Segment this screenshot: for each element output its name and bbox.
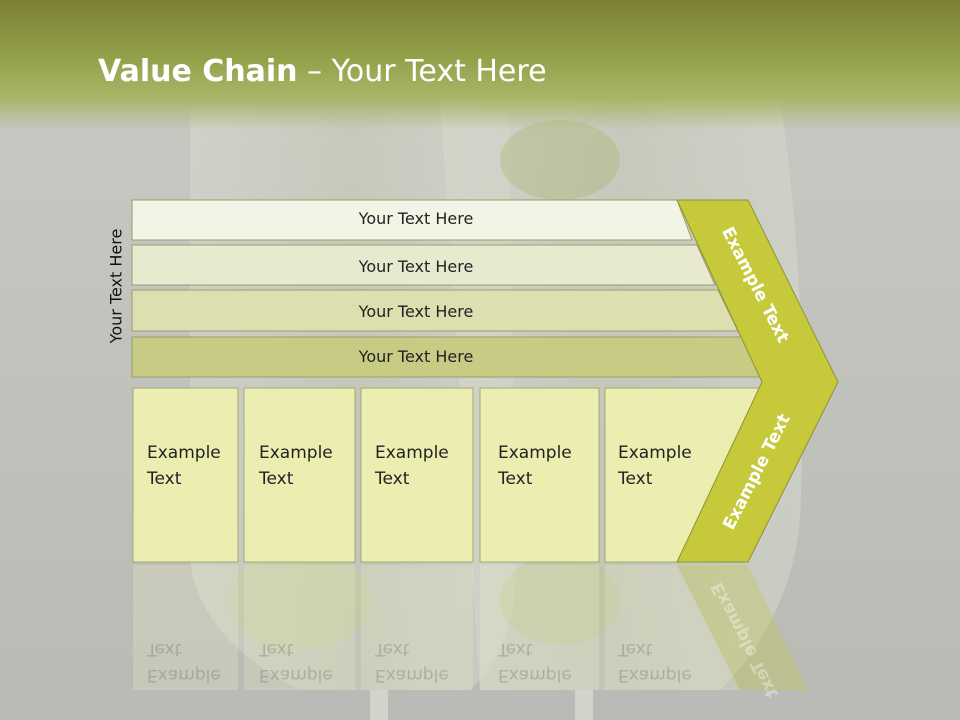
- chevron-reflection: [677, 565, 808, 690]
- lime-slice: [500, 120, 620, 200]
- cell-4: [479, 387, 600, 563]
- cell-label-5-line2: Text: [618, 469, 653, 489]
- row-label-4: Your Text Here: [358, 347, 474, 366]
- glass-stem: [575, 690, 593, 720]
- cell-1: [132, 387, 239, 563]
- cell-label-4-line2: Text: [498, 469, 533, 489]
- cell-2: [243, 387, 356, 563]
- row-label-1: Your Text Here: [358, 209, 474, 228]
- cell-reflection: [133, 565, 238, 690]
- cell-label-5-line1: Example: [618, 443, 692, 463]
- lime-slice: [500, 555, 620, 645]
- cell-reflection: [480, 565, 599, 690]
- cell-label-2-line1: Example: [259, 443, 333, 463]
- row-label-3: Your Text Here: [358, 302, 474, 321]
- row-label-2: Your Text Here: [358, 257, 474, 276]
- cell-reflection: [244, 565, 355, 690]
- header-bar: [0, 0, 960, 130]
- cell-reflection: [361, 565, 473, 690]
- cell-label-3-line1: Example: [375, 443, 449, 463]
- cell-label-1-line2: Text: [147, 469, 182, 489]
- page-title: Value Chain – Your Text Here: [98, 54, 547, 89]
- cell-label-3-line2: Text: [375, 469, 410, 489]
- row-bar-1: [131, 199, 693, 241]
- lime-slice: [230, 550, 370, 650]
- cell-label-1-line1: Example: [147, 443, 221, 463]
- title-bold: Value Chain: [98, 54, 298, 89]
- chevron-arrow: [676, 199, 839, 563]
- cell-3: [360, 387, 474, 563]
- row-bar-2: [131, 244, 716, 286]
- glass-stem: [370, 690, 388, 720]
- cell-label-4-line1: Example: [498, 443, 572, 463]
- cell-reflection: [605, 565, 740, 690]
- title-rest: – Your Text Here: [297, 54, 547, 89]
- side-label: Your Text Here: [106, 228, 126, 344]
- cell-label-2-line2: Text: [259, 469, 294, 489]
